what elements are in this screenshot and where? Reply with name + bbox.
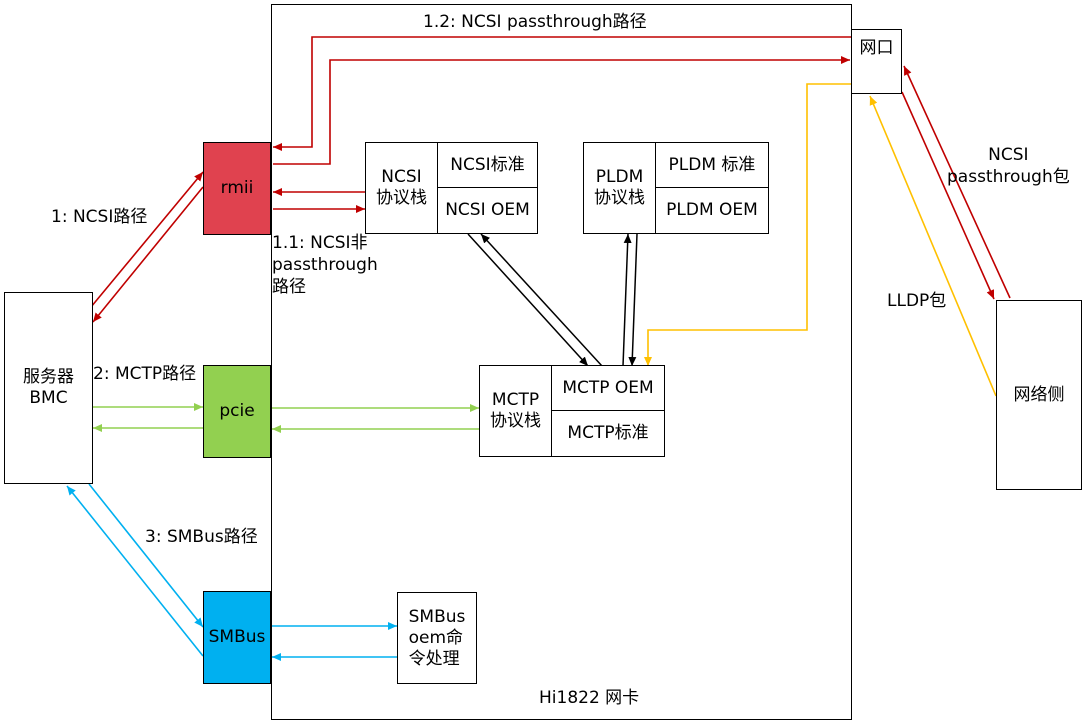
port-to-rmii-passthrough-arrow [273, 36, 851, 151]
rmii-label: rmii [220, 178, 254, 198]
mctp-oem-label: MCTP OEM [562, 377, 654, 398]
nic-card-label: Hi1822 网卡 [539, 688, 640, 708]
mctp-standard-label: MCTP标准 [567, 423, 649, 443]
rmii-to-bmc-arrow [92, 186, 204, 323]
pcie-box: pcie [203, 365, 271, 458]
pldm-standard-box: PLDM 标准 [655, 142, 769, 188]
rmii-box: rmii [203, 142, 271, 235]
bmc-to-rmii-arrow [90, 171, 204, 308]
ncsi-to-mctp-arrow [467, 233, 589, 367]
smbus-label: SMBus [208, 627, 266, 647]
smbus-to-bmc-arrow [66, 485, 204, 657]
network-to-port-arrow [903, 65, 1011, 299]
ncsi-oem-box: NCSI OEM [437, 187, 538, 234]
port-to-network-arrow [901, 91, 995, 300]
pldm-to-mctp-arrow [628, 233, 638, 367]
mctp-oem-box: MCTP OEM [551, 365, 665, 411]
smbus-box: SMBus [203, 591, 271, 684]
ncsi-oem-label: NCSI OEM [445, 200, 530, 220]
port-label: 网口 [859, 38, 894, 58]
pcie-label: pcie [219, 401, 255, 421]
mctp-to-ncsi-arrow [480, 233, 603, 367]
ncsi-stack-box: NCSI 协议栈 [365, 142, 438, 234]
smbus-oem-box: SMBus oem命 令处理 [397, 592, 477, 684]
bmc-to-smbus-arrow [88, 483, 204, 628]
mctp-to-pldm-arrow [622, 233, 632, 367]
smbus-oem-label: SMBus oem命 令处理 [408, 606, 466, 669]
ncsi-standard-label: NCSI标准 [450, 154, 525, 175]
port-box: 网口 [851, 29, 902, 94]
ncsi-stack-label: NCSI 协议栈 [376, 167, 427, 208]
mctp-stack-label: MCTP 协议栈 [490, 390, 541, 431]
network-side-label: 网络侧 [1013, 384, 1065, 405]
ncsi-passthrough-path-label: 1.2: NCSI passthrough路径 [423, 12, 647, 32]
mctp-standard-box: MCTP标准 [551, 410, 665, 457]
ncsi-non-passthrough-label: 1.1: NCSI非 passthrough 路径 [272, 233, 378, 297]
bmc-box: 服务器 BMC [4, 292, 93, 484]
smbus-path-label: 3: SMBus路径 [145, 527, 258, 547]
pldm-stack-box: PLDM 协议栈 [583, 142, 656, 234]
lldp-packet-label: LLDP包 [887, 291, 947, 311]
pldm-stack-label: PLDM 协议栈 [594, 167, 645, 208]
ncsi-standard-box: NCSI标准 [437, 142, 538, 188]
ncsi-passthrough-packet-label: NCSI passthrough包 [947, 145, 1070, 187]
ncsi-path-label: 1: NCSI路径 [51, 207, 148, 227]
pldm-standard-label: PLDM 标准 [668, 154, 756, 175]
nic-card-box [271, 4, 852, 720]
mctp-path-label: 2: MCTP路径 [93, 364, 197, 384]
mctp-stack-box: MCTP 协议栈 [479, 365, 552, 457]
rmii-to-port-passthrough-arrow [273, 56, 850, 165]
lldp-network-to-port-arrow [869, 95, 997, 397]
bmc-label: 服务器 BMC [23, 367, 74, 408]
lldp-port-to-mctp-arrow [644, 83, 851, 366]
pldm-oem-label: PLDM OEM [666, 200, 758, 220]
network-side-box: 网络侧 [996, 300, 1082, 490]
pldm-oem-box: PLDM OEM [655, 187, 769, 234]
